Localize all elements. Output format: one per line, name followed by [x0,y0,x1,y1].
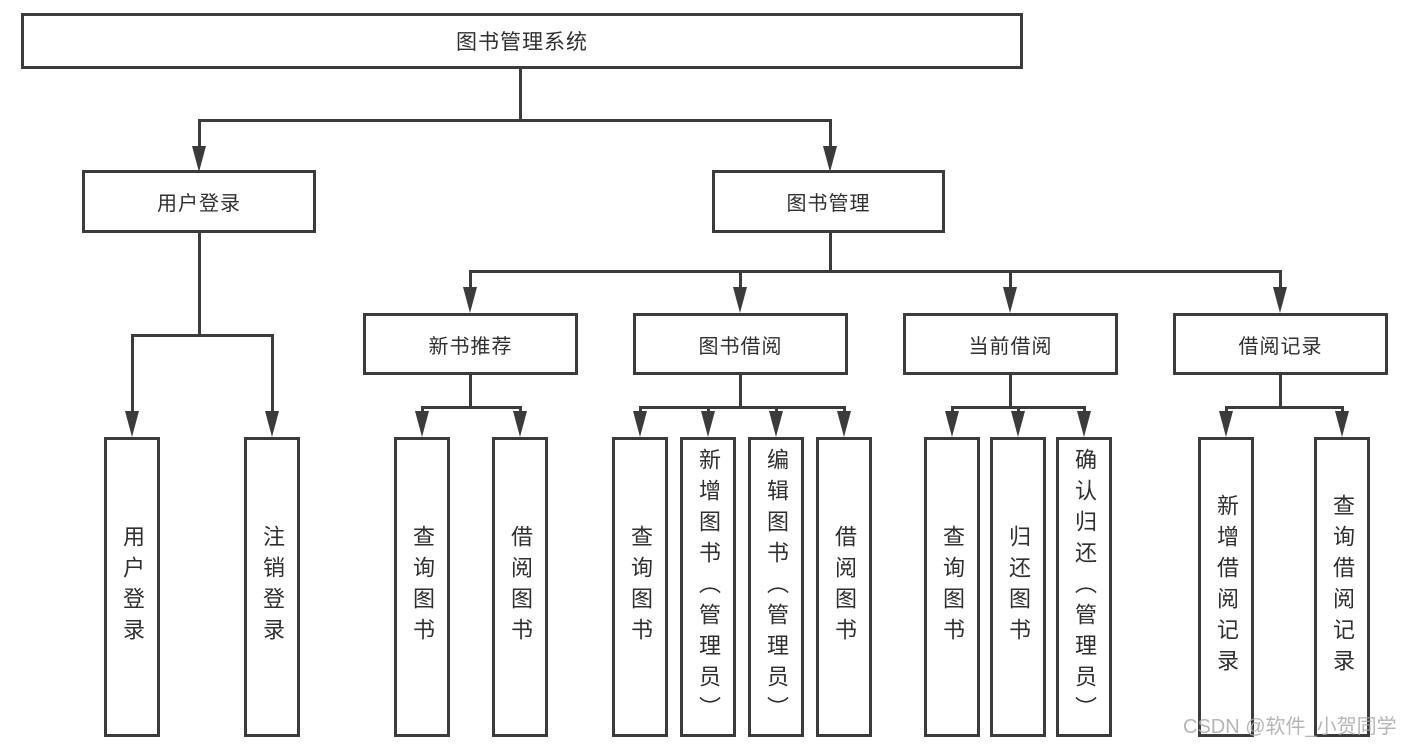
connector-stub-level2 [1279,270,1282,292]
leaf-confirm-return-admin: 确认归还（管理员） [1056,437,1112,737]
node-label: 图书借阅 [698,335,783,358]
connector-level2-bus [469,270,1281,273]
node-current-borrowing: 当前借阅 [903,313,1118,375]
leaf-label: 查询借阅记录 [1330,494,1355,680]
connector-user-login-drop [198,233,201,336]
leaf-query-borrow-record: 查询借阅记录 [1314,437,1370,737]
connector-book-borrowing-bus [639,406,844,409]
connector-stub-level2 [1009,270,1012,292]
node-label: 图书管理系统 [456,31,588,54]
arrow-down-icon [463,287,477,313]
node-label: 新书推荐 [428,335,513,358]
arrow-down-icon [837,411,851,437]
node-label: 用户登录 [157,193,241,215]
leaf-label: 借阅图书 [508,525,533,649]
connector-borrowing-records-bus [1225,406,1343,409]
arrow-down-icon [513,411,527,437]
arrow-down-icon [192,146,206,172]
leaf-label: 用户登录 [120,525,145,649]
leaf-label: 归还图书 [1006,525,1031,649]
arrow-down-icon [415,411,429,437]
connector-root-drop [519,69,522,121]
connector-user-login-bus [131,334,272,337]
arrow-down-icon [733,287,747,313]
node-new-book-recommend: 新书推荐 [363,313,578,375]
node-label: 当前借阅 [968,335,1053,358]
arrow-down-icon [1219,411,1233,437]
arrow-down-icon [701,411,715,437]
leaf-query-books-recommend: 查询图书 [394,437,450,737]
connector-new-book-drop [469,375,472,408]
arrow-down-icon [1335,411,1349,437]
leaf-query-books-current: 查询图书 [924,437,980,737]
leaf-label: 借阅图书 [832,525,857,649]
leaf-add-borrow-record: 新增借阅记录 [1198,437,1254,737]
leaf-label: 新增图书（管理员） [696,447,721,727]
connector-stub-level2 [739,270,742,292]
arrow-down-icon [125,411,139,437]
node-book-management: 图书管理 [712,170,945,233]
leaf-borrow-books-recommend: 借阅图书 [492,437,548,737]
node-library-management-system: 图书管理系统 [21,13,1023,69]
connector-stub-leaf [271,334,274,416]
arrow-down-icon [823,146,837,172]
leaf-label: 查询图书 [940,525,965,649]
arrow-down-icon [1011,411,1025,437]
connector-borrowing-records-drop [1279,375,1282,408]
leaf-label: 查询图书 [628,525,653,649]
leaf-label: 查询图书 [410,525,435,649]
leaf-label: 确认归还（管理员） [1072,447,1097,727]
node-label: 借阅记录 [1238,335,1323,358]
leaf-label: 编辑图书（管理员） [764,447,789,727]
connector-stub-leaf [131,334,134,416]
node-borrowing-records: 借阅记录 [1173,313,1388,375]
leaf-return-books: 归还图书 [990,437,1046,737]
node-book-borrowing: 图书借阅 [633,313,848,375]
arrow-down-icon [769,411,783,437]
leaf-add-book-admin: 新增图书（管理员） [680,437,736,737]
arrow-down-icon [265,411,279,437]
leaf-label: 注销登录 [260,525,285,649]
arrow-down-icon [945,411,959,437]
node-user-login: 用户登录 [82,170,316,233]
leaf-user-login: 用户登录 [104,437,160,737]
connector-current-borrowing-drop [1009,375,1012,408]
leaf-label: 新增借阅记录 [1214,494,1239,680]
leaf-query-books-borrowing: 查询图书 [612,437,668,737]
connector-stub-user-login [198,119,201,149]
node-label: 图书管理 [786,193,871,215]
connector-stub-level2 [469,270,472,292]
arrow-down-icon [1273,287,1287,313]
connector-book-management-drop [829,233,832,271]
connector-new-book-bus [421,406,521,409]
arrow-down-icon [633,411,647,437]
leaf-logout: 注销登录 [244,437,300,737]
leaf-edit-book-admin: 编辑图书（管理员） [748,437,804,737]
connector-level1-bus [198,119,831,122]
connector-stub-book-management [829,119,832,149]
leaf-borrow-books-borrowing: 借阅图书 [816,437,872,737]
connector-book-borrowing-drop [739,375,742,408]
arrow-down-icon [1003,287,1017,313]
csdn-watermark: CSDN @软件_小贺同学 [1183,716,1397,738]
arrow-down-icon [1077,411,1091,437]
